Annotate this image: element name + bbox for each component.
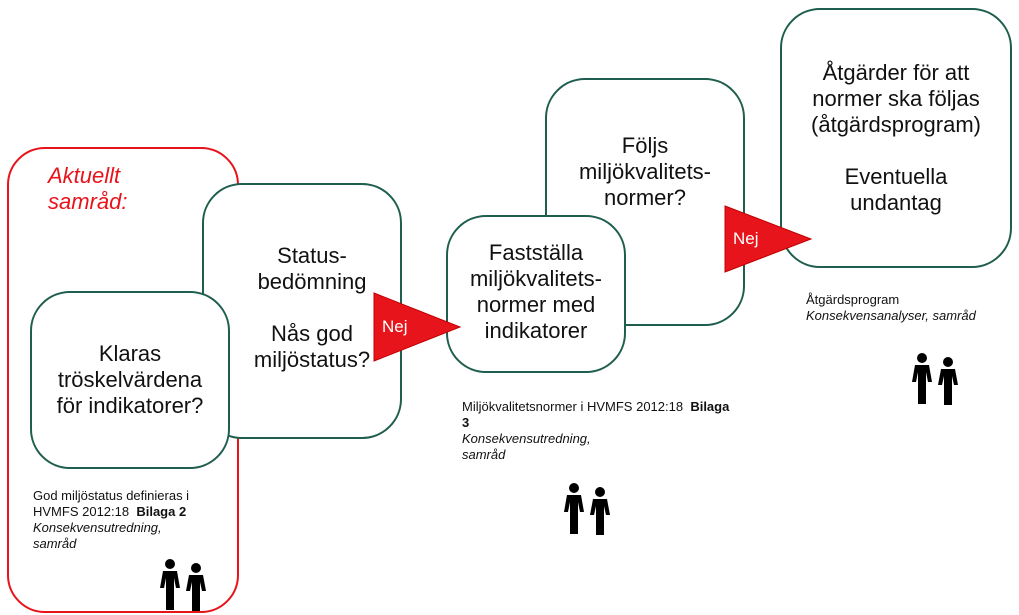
current-consultation-label: Aktuellt samråd: [48,163,128,214]
nej-label-2: Nej [733,229,759,248]
thresholds-box [30,291,230,469]
people-icon [160,559,206,611]
caption-measures: Åtgärdsprogram Konsekvensanalyser, samrå… [806,292,976,323]
measures-box [780,8,1012,268]
set-norms-box [446,215,626,373]
caption-norms: Miljökvalitetsnormer i HVMFS 2012:18 Bil… [462,399,730,462]
caption-good-status: God miljöstatus definieras i HVMFS 2012:… [33,488,190,551]
red-triangle-icon [373,292,462,362]
nej-label-1: Nej [382,317,408,336]
red-triangle-icon [724,205,813,273]
norms-compliance-box [545,78,745,326]
nej-arrow-2: Nej [723,204,813,274]
people-icon [912,353,958,405]
people-icon [564,483,610,535]
nej-arrow-1: Nej [372,291,462,363]
